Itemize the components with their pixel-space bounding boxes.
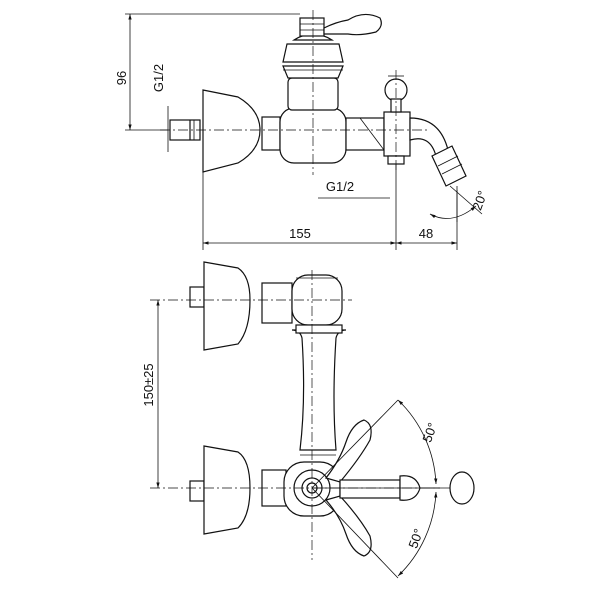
- dim-width-155: 155: [289, 226, 311, 241]
- connector-nut: [261, 116, 281, 151]
- spout-assembly: [345, 75, 467, 187]
- side-view: 96 G1/2 G1/2 155 48 20°: [114, 10, 490, 250]
- front-view: 150±25 50° 50°: [141, 261, 475, 579]
- dim-offset-48: 48: [419, 226, 433, 241]
- dim-angle-20: 20°: [469, 189, 490, 213]
- dim-angle-50-top: 50°: [419, 421, 440, 445]
- lower-connection: [189, 445, 287, 535]
- dim-spacing-150: 150±25: [141, 363, 156, 406]
- escutcheon-cover: [202, 89, 261, 173]
- lever-handle: [323, 13, 382, 36]
- thread-inlet-label: G1/2: [151, 64, 166, 92]
- upper-connection: [189, 261, 343, 351]
- body-column: [291, 329, 347, 451]
- dim-angle-50-bottom: 50°: [405, 527, 426, 551]
- dim-height-96: 96: [114, 71, 129, 85]
- thread-outlet-label: G1/2: [326, 179, 354, 194]
